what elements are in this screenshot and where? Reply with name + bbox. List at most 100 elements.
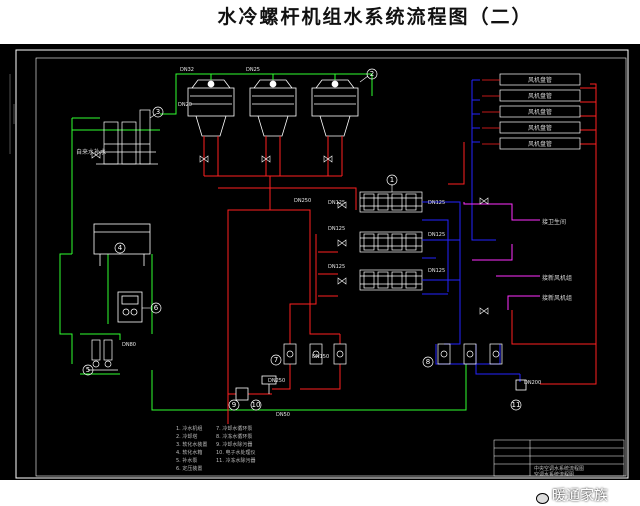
side-notes: 自来水补水 接卫生间 接新风机组 接新风机组 — [76, 148, 572, 302]
svg-text:3: 3 — [156, 108, 160, 116]
title-block-line-2: 空调水系统流程图 — [534, 471, 574, 478]
legend-item-9: 9. 冷却水除污器 — [216, 441, 252, 448]
legend-item-2: 2. 冷却塔 — [176, 433, 197, 440]
callout-11: 11 — [510, 399, 522, 411]
chiller-group — [359, 191, 423, 291]
chiller-unit-3 — [359, 269, 423, 291]
watermark-text: 暖通家族 — [552, 488, 608, 504]
condenser-water-pipes — [203, 136, 357, 424]
note-fresh-air-1: 接新风机组 — [542, 274, 572, 282]
fan-coil-label-3: 风机盘管 — [528, 108, 552, 116]
legend-item-3: 3. 软化水装置 — [176, 441, 207, 448]
fan-coil-unit-2 — [499, 89, 581, 102]
fan-coil-label-5: 风机盘管 — [528, 140, 552, 148]
title-block — [493, 439, 625, 477]
svg-text:11: 11 — [512, 401, 521, 409]
chilled-water-pump-set — [437, 343, 503, 365]
cooling-tower-3 — [311, 79, 359, 137]
callout-5: 5 — [82, 364, 94, 376]
chiller-unit-2 — [359, 231, 423, 253]
water-softener — [96, 109, 158, 165]
pipe-label-dn200: DN200 — [524, 380, 541, 386]
fan-coil-label-4: 风机盘管 — [528, 124, 552, 132]
makeup-pump-pipes — [80, 333, 121, 375]
pipe-label-dn125-d: DN125 — [428, 200, 445, 206]
legend-item-5: 5. 补水泵 — [176, 457, 197, 464]
inline-devices — [235, 375, 527, 401]
makeup-pump-set — [88, 339, 118, 371]
cooling-water-makeup-pipes — [59, 73, 467, 411]
inner-frame — [35, 57, 627, 477]
fan-coil-label-2: 风机盘管 — [528, 92, 552, 100]
fan-coil-unit-3 — [499, 105, 581, 118]
chilled-strainer — [515, 379, 527, 391]
pipe-label-dn125-c: DN125 — [328, 264, 345, 270]
svg-text:7: 7 — [274, 356, 278, 364]
callout-10: 10 — [250, 399, 262, 411]
pipe-label-dn150: DN150 — [312, 354, 329, 360]
condenser-water-pump-set — [283, 343, 347, 365]
svg-text:6: 6 — [154, 304, 159, 312]
pipe-label-dn20: DN20 — [178, 102, 192, 108]
chilled-water-supply-riser — [463, 202, 540, 310]
fan-coil-unit-1 — [499, 73, 581, 86]
callout-2: 2 — [359, 68, 378, 83]
cooling-tower-1 — [187, 79, 235, 137]
callout-9: 9 — [228, 399, 240, 411]
callout-3: 3 — [149, 106, 164, 119]
pipe-label-dn32: DN32 — [180, 67, 194, 73]
svg-text:1: 1 — [390, 176, 394, 184]
fan-coil-group: 风机盘管 风机盘管 风机盘管 风机盘管 风机盘管 — [482, 73, 581, 150]
watermark: 暖通家族 — [530, 484, 608, 506]
pipe-label-dn50: DN50 — [276, 412, 290, 418]
svg-text:4: 4 — [118, 244, 123, 252]
fan-coil-unit-5 — [499, 137, 581, 150]
pipe-label-dn125-e: DN125 — [428, 232, 445, 238]
legend-item-11: 11. 冷冻水除污器 — [216, 457, 256, 464]
legend-item-6: 6. 定压装置 — [176, 465, 202, 472]
equipment-callouts: 1 2 3 4 5 6 7 8 9 10 11 — [82, 68, 522, 411]
legend-item-1: 1. 冷水机组 — [176, 425, 202, 432]
callout-4: 4 — [114, 242, 126, 254]
title-block-line-1: 中央空调水系统流程图 — [534, 465, 584, 472]
note-tap-water: 自来水补水 — [76, 148, 106, 156]
note-fresh-air-2: 接新风机组 — [542, 294, 572, 302]
legend-item-8: 8. 冷冻水循环泵 — [216, 433, 252, 440]
cad-drawing-area: 风机盘管 风机盘管 风机盘管 风机盘管 风机盘管 — [0, 44, 640, 504]
fan-coil-unit-4 — [499, 121, 581, 134]
pipe-label-dn250-a: DN250 — [294, 198, 311, 204]
chiller-unit-1 — [359, 191, 423, 213]
fan-coil-label-1: 风机盘管 — [528, 76, 552, 84]
callout-6: 6 — [142, 302, 162, 314]
softened-water-tank — [93, 223, 151, 266]
svg-text:9: 9 — [232, 401, 236, 409]
pipe-label-dn125-a: DN125 — [328, 200, 345, 206]
svg-text:8: 8 — [426, 358, 430, 366]
callout-7: 7 — [270, 354, 282, 366]
note-restroom: 接卫生间 — [542, 218, 566, 226]
pipe-label-dn25-top: DN25 — [246, 67, 260, 73]
drawing-frame — [15, 49, 629, 479]
condenser-strainer — [235, 387, 249, 401]
legend-item-4: 4. 软化水箱 — [176, 449, 202, 456]
pipe-label-dn250-b: DN250 — [268, 378, 285, 384]
chilled-water-pipes — [422, 79, 521, 382]
equipment-legend: 1. 冷水机组 2. 冷却塔 3. 软化水装置 4. 软化水箱 5. 补水泵 6… — [176, 425, 256, 472]
legend-item-10: 10. 电子水处理仪 — [216, 449, 256, 456]
wechat-icon — [530, 487, 549, 504]
diagram-title: 水冷螺杆机组水系统流程图（二） — [217, 6, 533, 28]
callout-1: 1 — [386, 174, 398, 192]
pipe-size-labels: DN32 DN25 DN20 DN250 DN125 DN125 DN125 D… — [122, 67, 541, 418]
pipe-label-dn125-b: DN125 — [328, 226, 345, 232]
pipe-label-dn80: DN80 — [122, 342, 136, 348]
svg-text:2: 2 — [370, 70, 374, 78]
svg-text:10: 10 — [252, 401, 261, 409]
pipe-label-dn125-f: DN125 — [428, 268, 445, 274]
cooling-tower-group — [187, 79, 359, 137]
cooling-tower-2 — [249, 79, 297, 137]
pressurization-device — [117, 291, 143, 323]
callout-8: 8 — [422, 356, 434, 368]
legend-item-7: 7. 冷却水循环泵 — [216, 425, 252, 432]
water-system-flow-diagram: 风机盘管 风机盘管 风机盘管 风机盘管 风机盘管 — [9, 49, 629, 479]
svg-text:5: 5 — [86, 366, 90, 374]
